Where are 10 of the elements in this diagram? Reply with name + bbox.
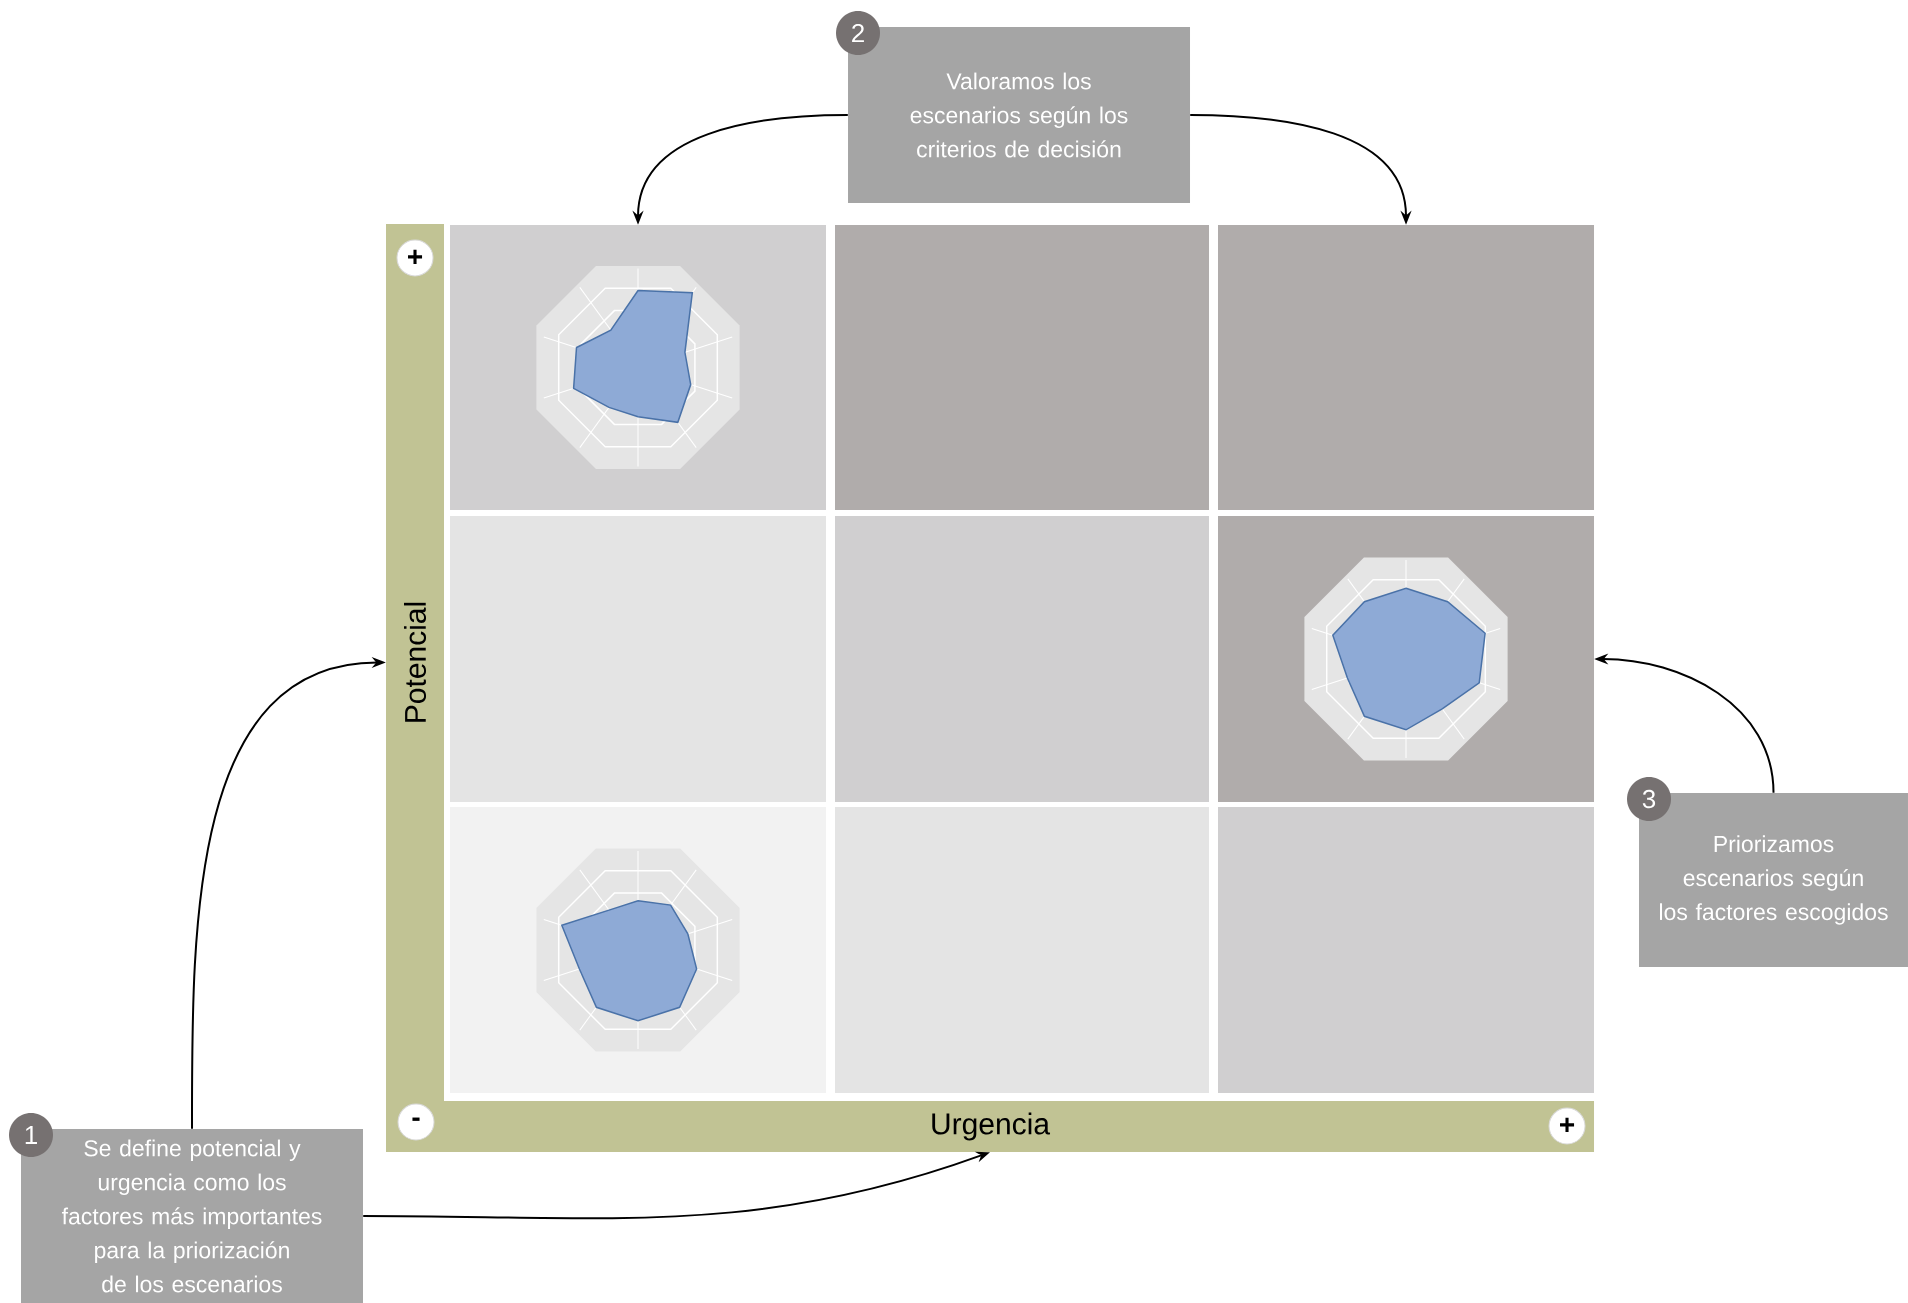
grid-cell — [835, 807, 1209, 1093]
node-label: Potencial — [404, 602, 427, 722]
grid-cell — [835, 225, 1209, 510]
grid-cell — [835, 516, 1209, 802]
grid-cell — [1218, 807, 1594, 1093]
grid-cell — [450, 516, 826, 802]
step-box: Valoramos los escenarios según los criterios de decisión 2 — [836, 11, 1190, 203]
grid-cell — [1218, 225, 1594, 510]
step-box: Priorizamos escenarios según los factores escogidos 3 — [1627, 777, 1908, 967]
step-box: Se define potencial y urgencia como los factores más importantes para la priorización de los escenarios 1 — [9, 1113, 363, 1303]
